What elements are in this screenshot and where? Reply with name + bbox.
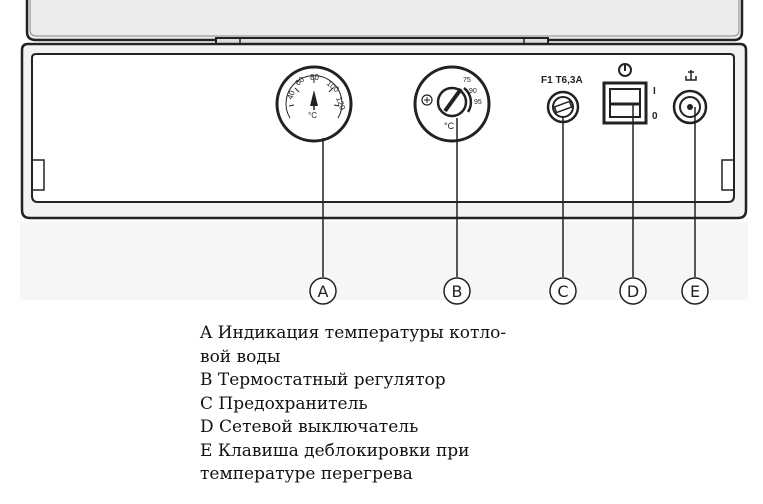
- callout-a: A: [309, 277, 337, 305]
- legend-item-e-line2: температуре перегрева: [200, 464, 413, 484]
- switch-on-label: I: [653, 86, 656, 97]
- callout-letter: B: [452, 282, 463, 301]
- legend-item-c: C Предохранитель: [200, 393, 368, 414]
- thermostat-regulator[interactable]: 75 90 95 °C: [413, 65, 491, 143]
- legend: A Индикация температуры котло- вой воды …: [200, 322, 530, 487]
- housing-top-strip: [25, 0, 744, 48]
- thermostat-scale-label: 95: [474, 99, 482, 106]
- frost-protection-icon: [421, 94, 433, 106]
- callout-letter: E: [690, 282, 700, 301]
- legend-item-b: B Термостатный регулятор: [200, 370, 446, 390]
- overheat-reset-button[interactable]: [672, 70, 708, 125]
- gauge-unit-label: °C: [308, 111, 317, 120]
- switch-off-label: 0: [652, 111, 658, 122]
- legend-item-e-line1: E Клавиша деблокировки при: [200, 440, 470, 461]
- leader-lines: [322, 104, 696, 277]
- gauge-scale-label: 40: [285, 89, 297, 101]
- callout-letter: D: [627, 282, 639, 301]
- mains-switch[interactable]: I 0: [602, 63, 658, 125]
- callout-d: D: [619, 277, 647, 305]
- callout-letter: C: [557, 282, 568, 301]
- gauge-needle: [310, 90, 318, 106]
- thermostat-unit-label: °C: [444, 121, 455, 131]
- callout-letter: A: [318, 282, 329, 301]
- callout-b: B: [443, 277, 471, 305]
- power-icon: [618, 63, 632, 77]
- reset-hand-icon: [685, 70, 697, 81]
- temperature-gauge: 40 60 80 100 120 °C: [275, 65, 353, 143]
- gauge-scale-label: 120: [334, 96, 347, 112]
- legend-item-d: D Сетевой выключатель: [200, 417, 419, 437]
- callout-e: E: [681, 277, 709, 305]
- gauge-scale-label: 80: [310, 73, 319, 82]
- thermostat-scale-label: 90: [469, 88, 477, 95]
- legend-item-a-line1: A Индикация температуры котло-: [200, 323, 507, 343]
- fuse-label: F1 T6,3A: [541, 75, 583, 86]
- callout-c: C: [549, 277, 577, 305]
- legend-item-a-line2: вой воды: [200, 346, 281, 367]
- thermostat-scale-label: 75: [463, 77, 471, 84]
